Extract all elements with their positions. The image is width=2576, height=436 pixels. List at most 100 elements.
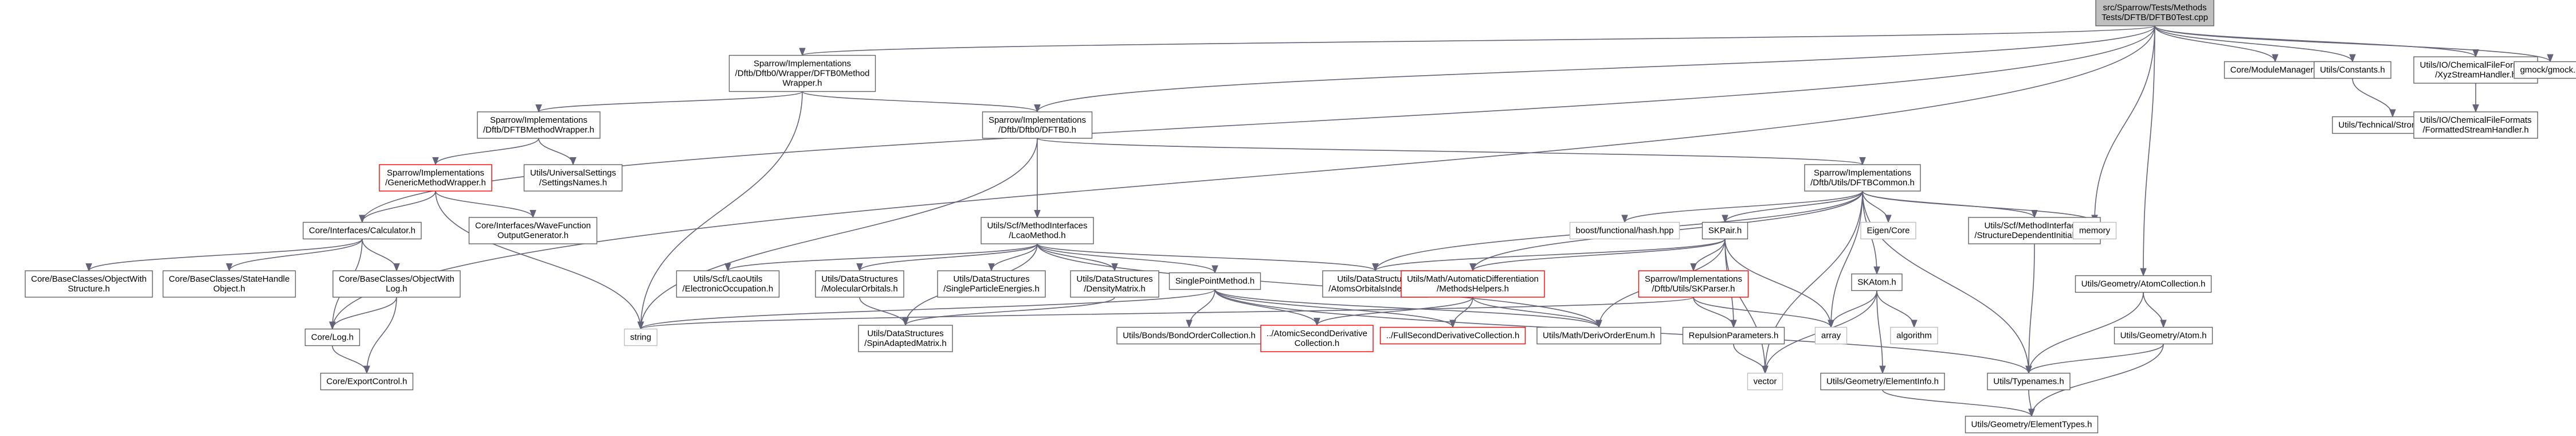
node-formattedstream-h[interactable]: Utils/IO/ChemicalFileFormats/FormattedSt… [2413, 111, 2538, 139]
edge-dftbcommon-h-to-array [1828, 190, 1863, 328]
node-box [815, 270, 904, 298]
node-gmock-h[interactable]: gmock/gmock.h [2514, 61, 2576, 79]
node-box [728, 54, 876, 92]
edge-skpair-h-to-autodiff-h [1469, 239, 1726, 272]
node-label: Core/BaseClasses/StateHandle [169, 274, 290, 284]
node-derivorder-h[interactable]: Utils/Math/DerivOrderEnum.h [1536, 326, 1661, 345]
node-singleparticle-h[interactable]: Utils/DataStructures/SingleParticleEnerg… [937, 270, 1046, 298]
node-repulsion-h[interactable]: RepulsionParameters.h [1682, 326, 1785, 345]
node-skatom-h[interactable]: SKAtom.h [1851, 273, 1903, 291]
node-string[interactable]: string [624, 328, 658, 347]
node-label: Core/ExportControl.h [327, 377, 407, 387]
node-label: SKPair.h [1708, 226, 1742, 236]
node-array[interactable]: array [1814, 326, 1848, 345]
node-label: Utils/Constants.h [2320, 65, 2385, 75]
node-label: /LcaoMethod.h [1009, 231, 1065, 240]
edge-skpair-h-to-skparser-h [1690, 239, 1726, 272]
edge-log-h-to-exportcontrol-h [332, 345, 370, 374]
node-label: Sparrow/Implementations [1814, 168, 1911, 178]
node-label: Core/BaseClasses/ObjectWith [339, 274, 454, 284]
node-dftb0-h[interactable]: Sparrow/Implementations/Dftb/Dftb0/DFTB0… [982, 111, 1093, 139]
node-label: Utils/Math/AutomaticDifferentiation [1407, 274, 1539, 284]
node-box [1116, 326, 1262, 345]
node-memory[interactable]: memory [2072, 221, 2117, 240]
node-box [1804, 164, 1921, 192]
node-typenames-h[interactable]: Utils/Typenames.h [1987, 372, 2071, 391]
node-wrapper-h[interactable]: Sparrow/Implementations/Dftb/Dftb0/Wrapp… [728, 54, 876, 92]
node-constants-h[interactable]: Utils/Constants.h [2314, 61, 2391, 79]
node-wavefunction-h[interactable]: Core/Interfaces/WaveFunctionOutputGenera… [468, 217, 598, 244]
node-label: Utils/IO/ChemicalFileFormats [2420, 60, 2531, 70]
node-autodiff-h[interactable]: Utils/Math/AutomaticDifferentiation/Meth… [1401, 270, 1545, 298]
node-fullsecond-h[interactable]: ../FullSecondDerivativeCollection.h [1379, 326, 1526, 345]
edge-dftbcommon-h-to-skpair-h [1722, 190, 1863, 223]
node-box [858, 325, 953, 352]
node-box [379, 164, 492, 192]
node-label: /GenericMethodWrapper.h [385, 178, 486, 188]
node-label: Tests/DFTB/DFTB0Test.cpp [2101, 13, 2208, 22]
node-label: /AtomsOrbitalsIndexes.h [1328, 284, 1422, 294]
edge-genericmethodwrapper-h-to-wavefunction-h [435, 190, 536, 219]
node-atom-h[interactable]: Utils/Geometry/Atom.h [2114, 326, 2213, 345]
node-skparser-h[interactable]: Sparrow/Implementations/Dftb/Utils/SKPar… [1638, 270, 1749, 298]
node-elementtypes-h[interactable]: Utils/Geometry/ElementTypes.h [1965, 415, 2099, 434]
node-genericmethodwrapper-h[interactable]: Sparrow/Implementations/GenericMethodWra… [379, 164, 492, 192]
node-box [1536, 326, 1661, 345]
node-elementinfo-h[interactable]: Utils/Geometry/ElementInfo.h [1820, 372, 1945, 391]
node-calculator-h[interactable]: Core/Interfaces/Calculator.h [303, 221, 422, 240]
node-label: algorithm [1896, 331, 1932, 341]
node-lcaomethod-h[interactable]: Utils/Scf/MethodInterfaces/LcaoMethod.h [981, 217, 1094, 244]
node-label: Utils/Geometry/Atom.h [2120, 331, 2207, 341]
node-dftbcommon-h[interactable]: Sparrow/Implementations/Dftb/Utils/DFTBC… [1804, 164, 1921, 192]
edge-dftb0-h-to-string [637, 138, 1038, 330]
node-singlepoint-h[interactable]: SinglePointMethod.h [1169, 272, 1261, 290]
node-exportcontrol-h[interactable]: Core/ExportControl.h [320, 372, 414, 391]
node-label: /SettingsNames.h [539, 178, 607, 188]
node-modulemanager-h[interactable]: Core/ModuleManager.h [2224, 61, 2327, 79]
node-atomcollection-h[interactable]: Utils/Geometry/AtomCollection.h [2075, 275, 2212, 293]
node-densitymatrix-h[interactable]: Utils/DataStructures/DensityMatrix.h [1070, 270, 1159, 298]
node-box [1379, 326, 1526, 345]
node-settingsnames-h[interactable]: Utils/UniversalSettings/SettingsNames.h [523, 164, 623, 192]
edge-root-to-xyzstream-h [2154, 25, 2479, 58]
node-skpair-h[interactable]: SKPair.h [1701, 221, 1748, 240]
edge-genericmethodwrapper-h-to-calculator-h [359, 190, 436, 223]
node-label: Core/Interfaces/Calculator.h [309, 226, 415, 236]
node-label: Utils/Scf/MethodInterfaces [987, 221, 1087, 231]
node-molecularorbitals-h[interactable]: Utils/DataStructures/MolecularOrbitals.h [815, 270, 904, 298]
edge-root-to-log-h [329, 25, 2155, 330]
node-eigencore[interactable]: Eigen/Core [1860, 221, 1916, 240]
node-box [1860, 221, 1916, 240]
edge-structuredep-h-to-typenames-h [2025, 243, 2035, 374]
node-root[interactable]: src/Sparrow/Tests/MethodsTests/DFTB/DFTB… [2095, 0, 2214, 26]
edge-genericmethodwrapper-h-to-string [435, 190, 644, 330]
node-dftbmethodwrapper-h[interactable]: Sparrow/Implementations/Dftb/DFTBMethodW… [477, 111, 601, 139]
node-box [2224, 61, 2327, 79]
edge-wrapper-h-to-string [637, 91, 803, 330]
node-label: Core/ModuleManager.h [2230, 65, 2320, 75]
node-label: Core/Interfaces/WaveFunction [475, 221, 591, 231]
edge-root-to-constants-h [2154, 25, 2356, 63]
node-label: /Dftb/Utils/SKParser.h [1652, 284, 1735, 294]
node-label: Core/BaseClasses/ObjectWith [31, 274, 147, 284]
node-label: Utils/Math/DerivOrderEnum.h [1543, 331, 1655, 341]
node-label: Collection.h [1295, 338, 1339, 348]
node-functional-hash[interactable]: boost/functional/hash.hpp [1569, 221, 1680, 240]
node-spinadapted-h[interactable]: Utils/DataStructures/SpinAdaptedMatrix.h [858, 325, 953, 352]
edge-elementinfo-h-to-elementtypes-h [1882, 390, 2035, 417]
edge-autodiff-h-to-fullsecond-h [1449, 297, 1473, 328]
edge-calculator-h-to-statehandle-h [226, 239, 363, 272]
node-log-h[interactable]: Core/Log.h [304, 328, 360, 347]
node-label: /DensityMatrix.h [1084, 284, 1146, 294]
node-vector[interactable]: vector [1747, 372, 1783, 391]
node-box [2413, 111, 2538, 139]
node-bondorder-h[interactable]: Utils/Bonds/BondOrderCollection.h [1116, 326, 1262, 345]
node-electronicocc-h[interactable]: Utils/Scf/LcaoUtils/ElectronicOccupation… [676, 270, 780, 298]
node-label: Utils/DataStructures [867, 329, 943, 338]
node-box [1682, 326, 1785, 345]
node-algorithm[interactable]: algorithm [1890, 326, 1938, 345]
